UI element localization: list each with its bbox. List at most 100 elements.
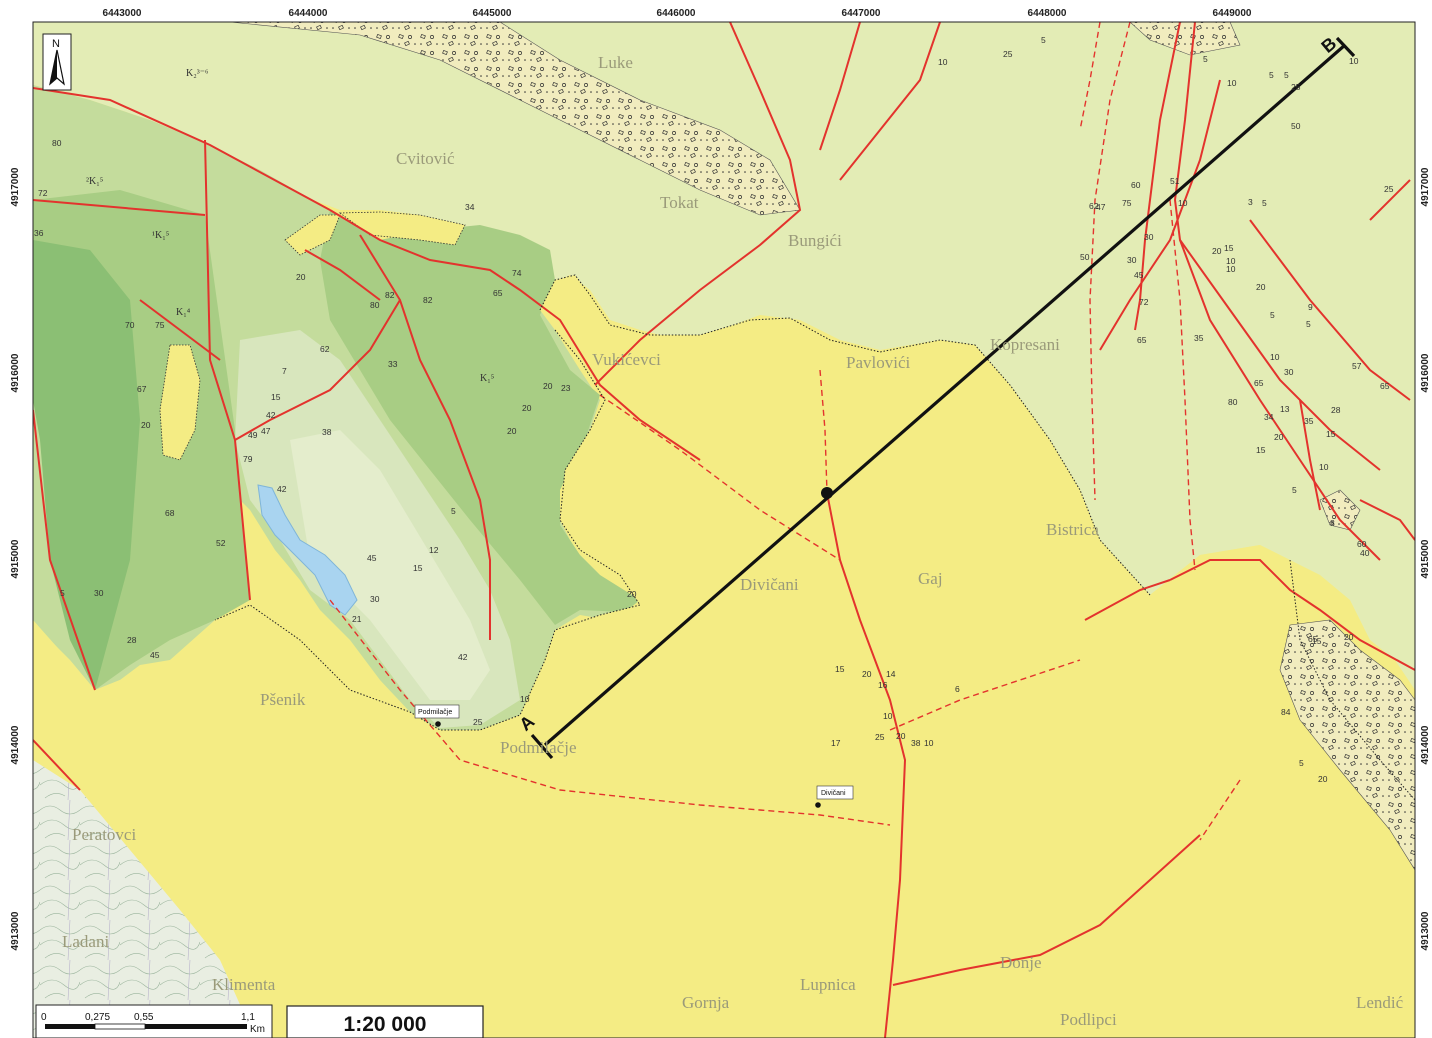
dip-value: 65 [1380, 381, 1390, 391]
dip-value: 72 [38, 188, 48, 198]
place-name: Gornja [682, 993, 730, 1012]
north-arrow-label: N [52, 38, 60, 50]
dip-value: 67 [137, 384, 147, 394]
dip-value: 42 [277, 484, 287, 494]
scale-tick-1: 0,275 [85, 1012, 110, 1023]
dip-value: 5 [1299, 758, 1304, 768]
unit-symbol: K₂³⁻⁶ [186, 68, 209, 79]
locality-podmilacje-label: Podmilačje [418, 709, 452, 716]
place-name: Luke [598, 53, 633, 72]
dip-value: 10 [1178, 198, 1188, 208]
dip-value: 80 [52, 138, 62, 148]
dip-value: 70 [125, 320, 135, 330]
y-tick-label: 4914000 [10, 725, 21, 764]
dip-value: 10 [1227, 78, 1237, 88]
dip-value: 35 [1304, 416, 1314, 426]
dip-value: 15 [271, 392, 281, 402]
dip-value: 28 [1331, 405, 1341, 415]
dip-value: 35 [1194, 333, 1204, 343]
dip-value: 13 [1280, 404, 1290, 414]
dip-value: 72 [1139, 297, 1149, 307]
x-tick-label: 6449000 [1213, 8, 1252, 19]
dip-value: 5 [1203, 54, 1208, 64]
dip-value: 30 [1284, 367, 1294, 377]
dip-value: 20 [141, 420, 151, 430]
dip-value: 30 [1127, 255, 1137, 265]
dip-value: 65 [493, 288, 503, 298]
dip-value: 62 [320, 344, 330, 354]
place-name: Divičani [740, 575, 799, 594]
dip-value: 5 [1292, 485, 1297, 495]
place-name: Kopresani [990, 335, 1060, 354]
dip-value: 15 [1256, 445, 1266, 455]
dip-value: 34 [1264, 412, 1274, 422]
section-fault-intersection [821, 487, 833, 499]
place-name: Bistrica [1046, 520, 1099, 539]
dip-value: 60 [1131, 180, 1141, 190]
dip-value: 5 [451, 506, 456, 516]
dip-value: 47 [1096, 202, 1106, 212]
y-tick-label: 4917000 [1420, 167, 1431, 206]
dip-value: 20 [862, 669, 872, 679]
scale-ratio-box: 1:20 000 [286, 1005, 484, 1038]
dip-value: 10 [1226, 264, 1236, 274]
dip-value: 5 [60, 588, 65, 598]
y-tick-label: 4917000 [10, 167, 21, 206]
dip-value: 9 [1308, 302, 1313, 312]
map-border [32, 21, 1416, 1038]
dip-value: 16 [878, 680, 888, 690]
dip-value: 25 [1384, 184, 1394, 194]
dip-value: 25 [1003, 49, 1013, 59]
dip-value: 75 [155, 320, 165, 330]
dip-value: 82 [423, 295, 433, 305]
unit-symbol: K₁⁴ [176, 307, 191, 318]
dip-value: 17 [831, 738, 841, 748]
dip-value: 40 [1360, 548, 1370, 558]
dip-value: 20 [1212, 246, 1222, 256]
scale-bar: 0 0,275 0,55 1,1 Km [35, 1004, 273, 1038]
faults [33, 22, 1415, 1038]
dip-value: 34 [465, 202, 475, 212]
cross-section-line [543, 43, 1347, 747]
dip-value: 15 [1224, 243, 1234, 253]
unit-yellow-lens-2 [284, 214, 341, 256]
dip-value: 5 [1041, 35, 1046, 45]
dip-value: 5 [1270, 310, 1275, 320]
dip-value: 42 [266, 410, 276, 420]
dip-value: 57 [1352, 361, 1362, 371]
dip-value: 49 [248, 430, 258, 440]
inferred-faults [329, 22, 1241, 841]
dip-value: 79 [243, 454, 253, 464]
y-tick-label: 4915000 [1420, 539, 1431, 578]
place-name: Lendić [1356, 993, 1404, 1012]
unit-green-east [320, 210, 640, 625]
dip-value: 38 [322, 427, 332, 437]
locality-divicani-label: Divičani [821, 790, 846, 797]
unit-yellow-lobe [33, 275, 1415, 1038]
north-arrow: N [42, 33, 72, 91]
x-tick-label: 6446000 [657, 8, 696, 19]
place-name: Donje [1000, 953, 1042, 972]
unit-conglomerate-ne [1129, 22, 1241, 56]
y-tick-label: 4913000 [1420, 911, 1431, 950]
dip-value: 80 [370, 300, 380, 310]
scale-unit: Km [250, 1024, 265, 1035]
dip-value: 20 [543, 381, 553, 391]
dip-value: 20 [1344, 632, 1354, 642]
cross-section-cap-a [530, 733, 554, 760]
geological-contacts [214, 274, 1415, 801]
dip-value: 8 [1330, 518, 1335, 528]
y-tick-label: 4915000 [10, 539, 21, 578]
dip-value: 15 [413, 563, 423, 573]
place-name: Vukićevci [592, 350, 661, 369]
topographic-base-sw [33, 760, 255, 1038]
dip-value: 30 [1144, 232, 1154, 242]
dip-value: 14 [886, 669, 896, 679]
dip-value: 5 [1269, 70, 1274, 80]
dip-value: 3 [1248, 197, 1253, 207]
lake [257, 484, 358, 616]
dip-value: 30 [370, 594, 380, 604]
